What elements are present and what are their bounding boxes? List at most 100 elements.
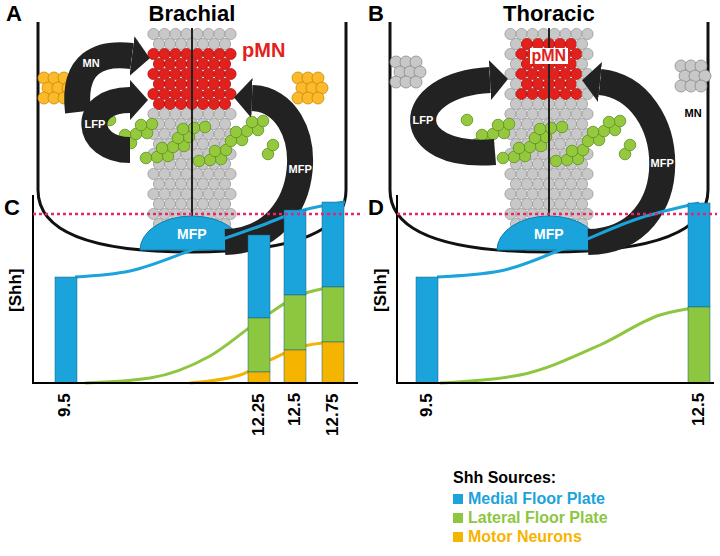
- cell: [538, 188, 549, 199]
- cell: [576, 78, 587, 89]
- cell: [159, 188, 170, 199]
- lfp-cell: [587, 126, 599, 138]
- cell: [505, 48, 516, 59]
- legend-entry: Lateral Floor Plate: [453, 510, 608, 527]
- lfp-cell: [503, 118, 515, 130]
- cell: [175, 38, 186, 49]
- y-axis: [396, 195, 398, 384]
- cell: [516, 108, 527, 119]
- cell: [208, 38, 219, 49]
- cell: [527, 188, 538, 199]
- cell: [181, 108, 192, 119]
- cell: [582, 88, 593, 99]
- cell: [214, 48, 225, 59]
- spinal-section: [390, 22, 711, 252]
- arrow-label: MFP: [289, 164, 312, 176]
- cell: [197, 98, 208, 109]
- cell: [532, 198, 543, 209]
- cell: [521, 98, 532, 109]
- cell: [153, 198, 164, 209]
- cell: [571, 108, 582, 119]
- lfp-cell: [566, 145, 578, 157]
- shh-chart: [397, 195, 717, 384]
- cell: [532, 158, 543, 169]
- cell: [225, 168, 236, 179]
- cell: [219, 198, 230, 209]
- cell: [148, 168, 159, 179]
- cell: [203, 28, 214, 39]
- legend-swatch: [453, 532, 463, 542]
- cell: [192, 48, 203, 59]
- cell: [214, 28, 225, 39]
- region-label: pMN: [530, 48, 569, 65]
- cell: [192, 28, 203, 39]
- cell: [505, 188, 516, 199]
- axis-title: [Shh]: [372, 268, 390, 311]
- cell: [170, 108, 181, 119]
- cell: [516, 168, 527, 179]
- cell: [538, 68, 549, 79]
- cell: [549, 168, 560, 179]
- cell: [153, 58, 164, 69]
- tick-label: 12.25: [250, 393, 268, 436]
- panel-letter: B: [368, 2, 384, 25]
- cell: [538, 28, 549, 39]
- stacked-bar: [322, 342, 344, 383]
- cell: [153, 78, 164, 89]
- cell: [170, 48, 181, 59]
- panel-letter: C: [4, 196, 20, 219]
- cell: [554, 138, 565, 149]
- cell: [164, 118, 175, 129]
- cell: [565, 98, 576, 109]
- cell: [208, 198, 219, 209]
- cell: [159, 168, 170, 179]
- cell: [192, 68, 203, 79]
- stacked-bar: [322, 287, 344, 342]
- cell: [203, 168, 214, 179]
- tick-label: 12.75: [324, 393, 342, 436]
- cell: [582, 48, 593, 59]
- cell: [549, 188, 560, 199]
- cell: [181, 188, 192, 199]
- cell: [148, 28, 159, 39]
- lfp-cell: [497, 152, 509, 164]
- cell: [170, 28, 181, 39]
- cell: [197, 198, 208, 209]
- cell: [510, 58, 521, 69]
- cell: [208, 98, 219, 109]
- lfp-cell: [534, 123, 546, 135]
- legend-heading: Shh Sources:: [453, 470, 556, 487]
- cell: [571, 88, 582, 99]
- cell: [164, 98, 175, 109]
- stacked-bar: [284, 350, 306, 383]
- cell: [159, 128, 170, 139]
- lfp-cell: [146, 118, 158, 130]
- cell: [153, 38, 164, 49]
- cell: [197, 38, 208, 49]
- lfp-cell: [545, 122, 557, 134]
- cell: [571, 188, 582, 199]
- cell: [560, 188, 571, 199]
- cell: [505, 108, 516, 119]
- cell: [582, 168, 593, 179]
- cell: [582, 68, 593, 79]
- lfp-cell: [209, 145, 221, 157]
- cell: [148, 88, 159, 99]
- stacked-bar: [248, 318, 270, 372]
- lfp-cell: [140, 152, 152, 164]
- lfp-cell: [556, 121, 568, 133]
- cell: [197, 178, 208, 189]
- cell: [219, 98, 230, 109]
- lfp-cell: [513, 142, 525, 154]
- cell: [225, 108, 236, 119]
- lfp-cell: [230, 126, 242, 138]
- medial-floor-plate: [497, 216, 601, 250]
- region-label: MFP: [177, 227, 207, 242]
- cell: [219, 118, 230, 129]
- cell: [527, 88, 538, 99]
- legend-text: Lateral Floor Plate: [468, 509, 608, 526]
- cell: [565, 178, 576, 189]
- cell: [576, 58, 587, 69]
- neuron-cluster: [695, 80, 707, 92]
- tick-label: 12.5: [286, 393, 304, 426]
